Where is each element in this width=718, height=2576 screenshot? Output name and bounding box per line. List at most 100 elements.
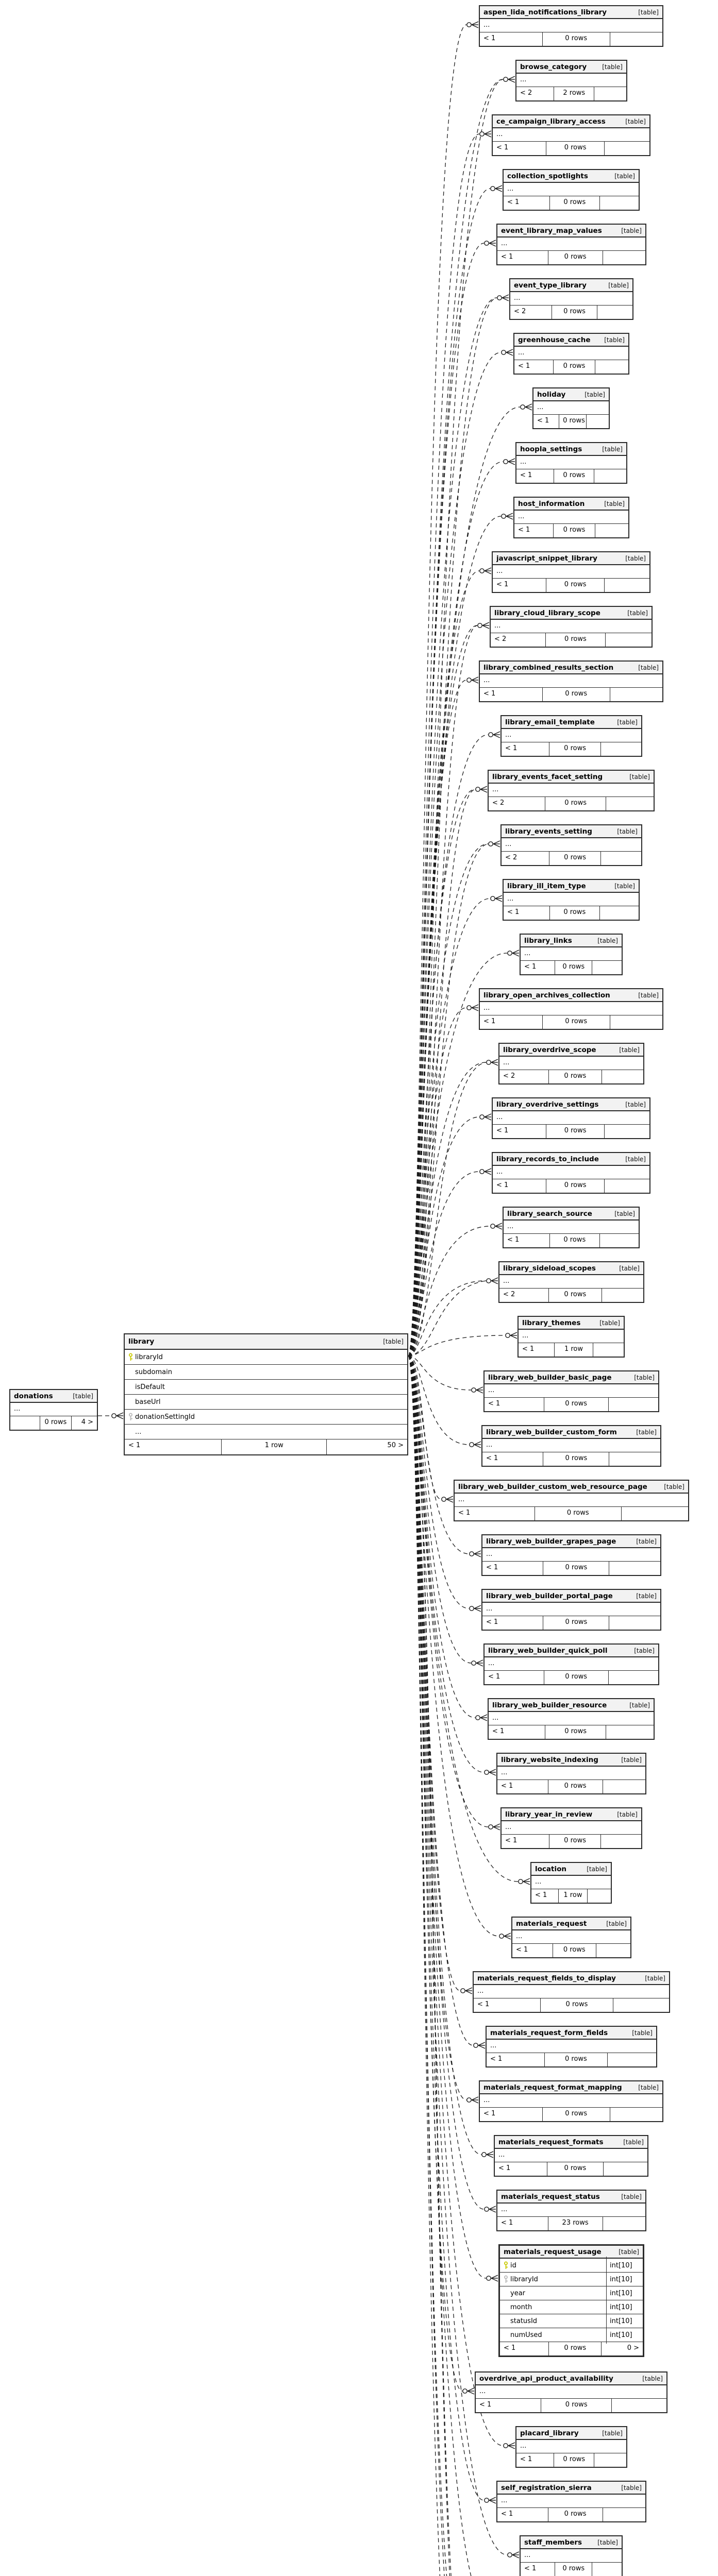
columns-ellipsis: ... [491, 620, 652, 633]
crowfoot-marker [484, 1769, 496, 1776]
columns-ellipsis: ... [493, 1111, 649, 1125]
crowfoot-marker [475, 786, 488, 793]
table-library_web_builder_quick_poll[interactable]: library_web_builder_quick_poll[table]...… [483, 1643, 659, 1685]
crowfoot-marker [460, 1987, 473, 1994]
table-header: staff_members[table] [521, 2536, 622, 2549]
table-library_cloud_library_scope[interactable]: library_cloud_library_scope[table]...< 2… [490, 606, 653, 648]
table-tag: [table] [602, 445, 623, 453]
table-library_web_builder_grapes_page[interactable]: library_web_builder_grapes_page[table]..… [481, 1534, 661, 1576]
crowfoot-marker [479, 1113, 492, 1121]
columns-ellipsis: ... [495, 2149, 647, 2162]
row-count: 0 rows [534, 1507, 621, 1520]
row-count: 0 rows [540, 1998, 613, 2012]
table-library_combined_results_section[interactable]: library_combined_results_section[table].… [479, 660, 663, 702]
table-name: library [128, 1337, 155, 1346]
table-name: javascript_snippet_library [496, 554, 597, 563]
table-header: overdrive_api_product_availability[table… [476, 2372, 666, 2385]
table-library_events_facet_setting[interactable]: library_events_facet_setting[table]...< … [488, 770, 655, 811]
table-library_web_builder_custom_form[interactable]: library_web_builder_custom_form[table]..… [481, 1425, 661, 1467]
parent-count: < 1 [504, 2344, 516, 2352]
row-count: 0 rows [554, 469, 594, 483]
row-count: 0 rows [542, 688, 610, 701]
table-header: library_search_source[table] [504, 1208, 639, 1221]
row-count: 0 rows [546, 142, 604, 155]
crowfoot-marker [507, 950, 520, 957]
table-header: materials_request_usage[table] [500, 2246, 643, 2259]
table-materials_request_format_mapping[interactable]: materials_request_format_mapping[table].… [479, 2080, 663, 2122]
table-library_web_builder_basic_page[interactable]: library_web_builder_basic_page[table]...… [483, 1370, 659, 1412]
relationship-line [408, 898, 491, 1357]
columns-ellipsis: ... [502, 729, 641, 742]
child-count [594, 87, 626, 100]
table-library_web_builder_resource[interactable]: library_web_builder_resource[table]...< … [488, 1698, 655, 1740]
row-count: 0 rows [39, 1416, 72, 1430]
foreign-key-slot [503, 2275, 510, 2284]
table-aspen_lida_notifications_library[interactable]: aspen_lida_notifications_library[table].… [479, 5, 663, 47]
columns-ellipsis: ... [485, 1384, 658, 1398]
parent-count: < 2 [494, 635, 507, 643]
table-library_open_archives_collection[interactable]: library_open_archives_collection[table].… [479, 988, 663, 1030]
table-materials_request_form_fields[interactable]: materials_request_form_fields[table]...<… [486, 2026, 657, 2067]
relationship-line [408, 79, 504, 1357]
table-header: hoopla_settings[table] [516, 443, 626, 456]
table-overdrive_api_product_availability[interactable]: overdrive_api_product_availability[table… [475, 2371, 667, 2413]
parent-count: < 1 [128, 1442, 141, 1449]
table-materials_request_fields_to_display[interactable]: materials_request_fields_to_display[tabl… [473, 1971, 670, 2013]
child-count [604, 1125, 649, 1138]
table-donations[interactable]: donations [table] ... 0 rows 4 > [9, 1389, 98, 1431]
table-library_web_builder_portal_page[interactable]: library_web_builder_portal_page[table]..… [481, 1589, 661, 1631]
table-library_web_builder_custom_web_resource_page[interactable]: library_web_builder_custom_web_resource_… [454, 1480, 689, 1521]
table-tag: [table] [604, 336, 625, 344]
table-header: library_web_builder_grapes_page[table] [482, 1535, 660, 1548]
table-name: collection_spotlights [507, 172, 588, 180]
child-count [605, 633, 652, 647]
child-count [594, 469, 626, 483]
crowfoot-marker [488, 840, 500, 848]
relationship-line [408, 570, 480, 1357]
relationship-line [408, 1335, 506, 1357]
column-row-libraryId: libraryId [125, 1350, 407, 1365]
table-name: library_web_builder_resource [492, 1701, 607, 1709]
